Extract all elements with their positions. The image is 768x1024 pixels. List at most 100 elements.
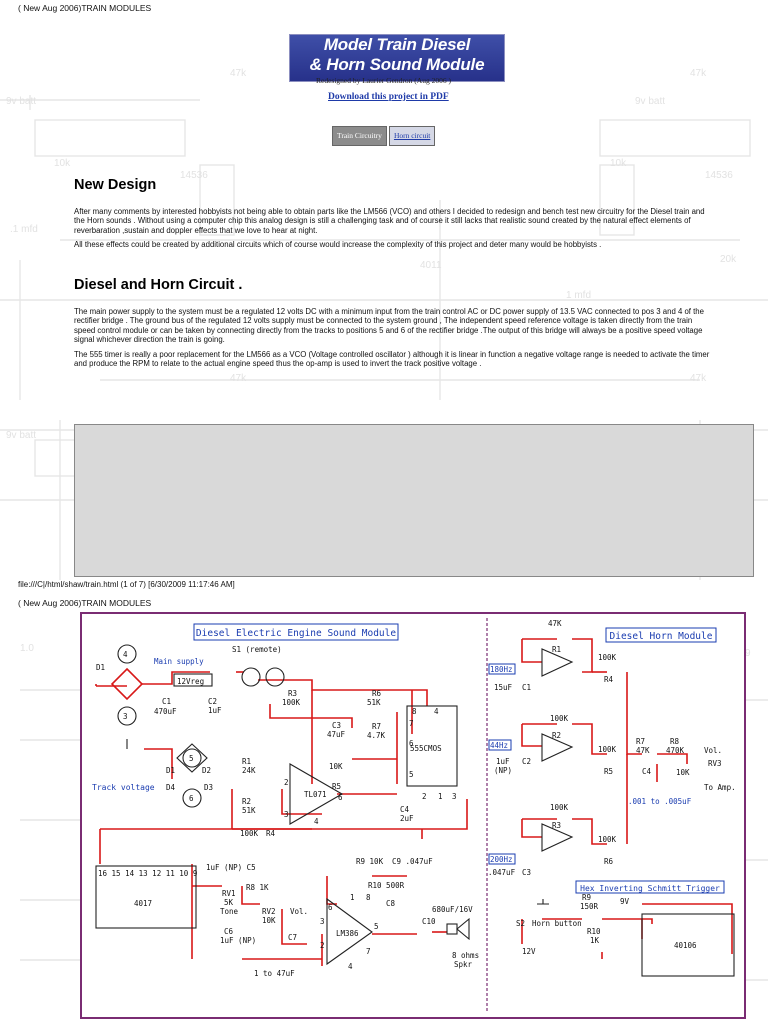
label-tone: Tone xyxy=(220,907,239,916)
tl071-opamp xyxy=(289,763,344,825)
label-r6: R6 xyxy=(372,689,382,698)
label-c1: C1 xyxy=(162,697,171,706)
label-d3: D3 xyxy=(204,783,213,792)
label-track-voltage: Track voltage xyxy=(92,783,155,792)
label-c3: C3 xyxy=(332,721,341,730)
svg-text:10k: 10k xyxy=(610,158,627,169)
label-h-r6-value: 100K xyxy=(598,835,617,844)
label-rv3: RV3 xyxy=(708,759,722,768)
label-speaker: Spkr xyxy=(454,960,473,969)
label-555-pin3: 3 xyxy=(452,792,457,801)
schematic-title-left: Diesel Electric Engine Sound Module xyxy=(196,628,396,639)
label-40106: 40106 xyxy=(674,941,697,950)
ic-40106-box xyxy=(641,913,735,977)
svg-text:47k: 47k xyxy=(230,68,247,79)
label-555-pin5: 5 xyxy=(409,770,414,779)
label-h-r8-value: 470K xyxy=(666,746,685,755)
label-rv2: RV2 xyxy=(262,907,276,916)
title-box-schmitt xyxy=(575,880,725,894)
label-c7-range: 1 to 47uF xyxy=(254,969,295,978)
page-header: ( New Aug 2006)TRAIN MODULES xyxy=(18,3,152,13)
svg-text:9v batt: 9v batt xyxy=(635,96,665,107)
label-r7: R7 xyxy=(372,722,381,731)
label-h-r2: R2 xyxy=(552,731,561,740)
label-lm-pin4: 4 xyxy=(348,962,353,971)
svg-text:9v batt: 9v batt xyxy=(6,96,36,107)
label-h-r7-value: 47K xyxy=(636,746,650,755)
heading-new-design: New Design xyxy=(74,177,157,193)
label-h-c4-range: .001 to .005uF xyxy=(628,797,692,806)
label-h-200hz: 200Hz xyxy=(490,855,513,864)
paragraph: The main power supply to the system must… xyxy=(74,307,704,345)
label-main-supply: Main supply xyxy=(154,657,204,666)
svg-text:9: 9 xyxy=(745,648,751,659)
label-lm-pin1: 1 xyxy=(350,893,355,902)
label-lm-pin3: 3 xyxy=(320,917,325,926)
label-555-pin1: 1 xyxy=(438,792,443,801)
label-h-c4: C4 xyxy=(642,767,652,776)
svg-text:9v batt: 9v batt xyxy=(6,430,36,441)
label-r10: R10 500R xyxy=(368,881,405,890)
label-h-r3: R3 xyxy=(552,821,561,830)
circuit-schematic: Diesel Electric Engine Sound Module Dies… xyxy=(80,612,746,1019)
svg-text:14536: 14536 xyxy=(705,170,733,181)
label-d1a: D1 xyxy=(96,663,105,672)
tab-horn-circuit[interactable]: Horn circuit xyxy=(388,126,436,146)
label-c3-value: 47uF xyxy=(327,730,346,739)
label-h-r4-value: 100K xyxy=(598,653,617,662)
label-c10: C10 xyxy=(422,917,436,926)
label-speaker-ohms: 8 ohms xyxy=(452,951,479,960)
label-op-pin3: 3 xyxy=(284,810,289,819)
title-box-left xyxy=(193,623,399,641)
label-555-pin4: 4 xyxy=(434,707,439,716)
label-c4: C4 xyxy=(400,805,410,814)
title-logo: Model Train Diesel & Horn Sound Module xyxy=(289,34,505,82)
label-c4-value: 2uF xyxy=(400,814,414,823)
label-h-r1-value: 47K xyxy=(548,619,562,628)
label-lm-pin7: 7 xyxy=(366,947,371,956)
label-h-c2-value: 1uF xyxy=(496,757,510,766)
label-h-r8: R8 xyxy=(670,737,680,746)
label-rv3-value: 10K xyxy=(676,768,690,777)
label-h-r7: R7 xyxy=(636,737,645,746)
label-c6-value: 1uF (NP) xyxy=(220,936,256,945)
label-h-c2-np: (NP) xyxy=(494,766,512,775)
label-h-r6: R6 xyxy=(604,857,614,866)
label-c7: C7 xyxy=(288,933,297,942)
label-c8: C8 xyxy=(386,899,396,908)
label-tl071: TL071 xyxy=(304,790,327,799)
lm386-amp xyxy=(326,897,373,966)
label-h-r5: R5 xyxy=(604,767,613,776)
labels-left: D1 4 3 Main supply S1 (remote) 12Vreg C1… xyxy=(92,645,479,978)
label-h-r1: R1 xyxy=(552,645,561,654)
label-lm-pin6: 6 xyxy=(328,903,333,912)
page-header-2: ( New Aug 2006)TRAIN MODULES xyxy=(18,598,152,608)
svg-text:20k: 20k xyxy=(720,254,737,265)
download-pdf-link[interactable]: Download this project in PDF xyxy=(328,92,449,102)
label-d2: D2 xyxy=(202,766,211,775)
label-h-c3-value: .047uF xyxy=(488,868,516,877)
label-rv1-value: 5K xyxy=(224,898,234,907)
label-node-6: 6 xyxy=(189,794,194,803)
label-regulator: 12Vreg xyxy=(177,677,204,686)
label-555-pin8: 8 xyxy=(412,707,417,716)
section-new-design: New Design After many comments by intere… xyxy=(74,177,714,250)
label-9v: 9V xyxy=(620,897,630,906)
tab-train-circuitry[interactable]: Train Circuitry xyxy=(332,126,387,146)
label-h-r9: R9 xyxy=(582,893,591,902)
section-diesel-horn: Diesel and Horn Circuit . The main power… xyxy=(74,277,714,368)
label-lm-pin2: 2 xyxy=(320,941,325,950)
components-left xyxy=(95,644,470,966)
label-555: 555CMOS xyxy=(410,744,442,753)
paragraph: After many comments by interested hobbyi… xyxy=(74,207,705,235)
page-footer: file:///C|/html/shaw/train.html (1 of 7)… xyxy=(18,580,235,589)
label-c6: C6 xyxy=(224,927,234,936)
svg-text:47k: 47k xyxy=(690,373,707,384)
svg-text:14536: 14536 xyxy=(180,170,208,181)
label-r3-value: 100K xyxy=(282,698,301,707)
label-r1-value: 24K xyxy=(242,766,256,775)
svg-text:1.0: 1.0 xyxy=(20,643,34,654)
label-d4: D4 xyxy=(166,783,176,792)
svg-text:.1 mfd: .1 mfd xyxy=(10,224,38,235)
label-h-r10-value: 1K xyxy=(590,936,600,945)
